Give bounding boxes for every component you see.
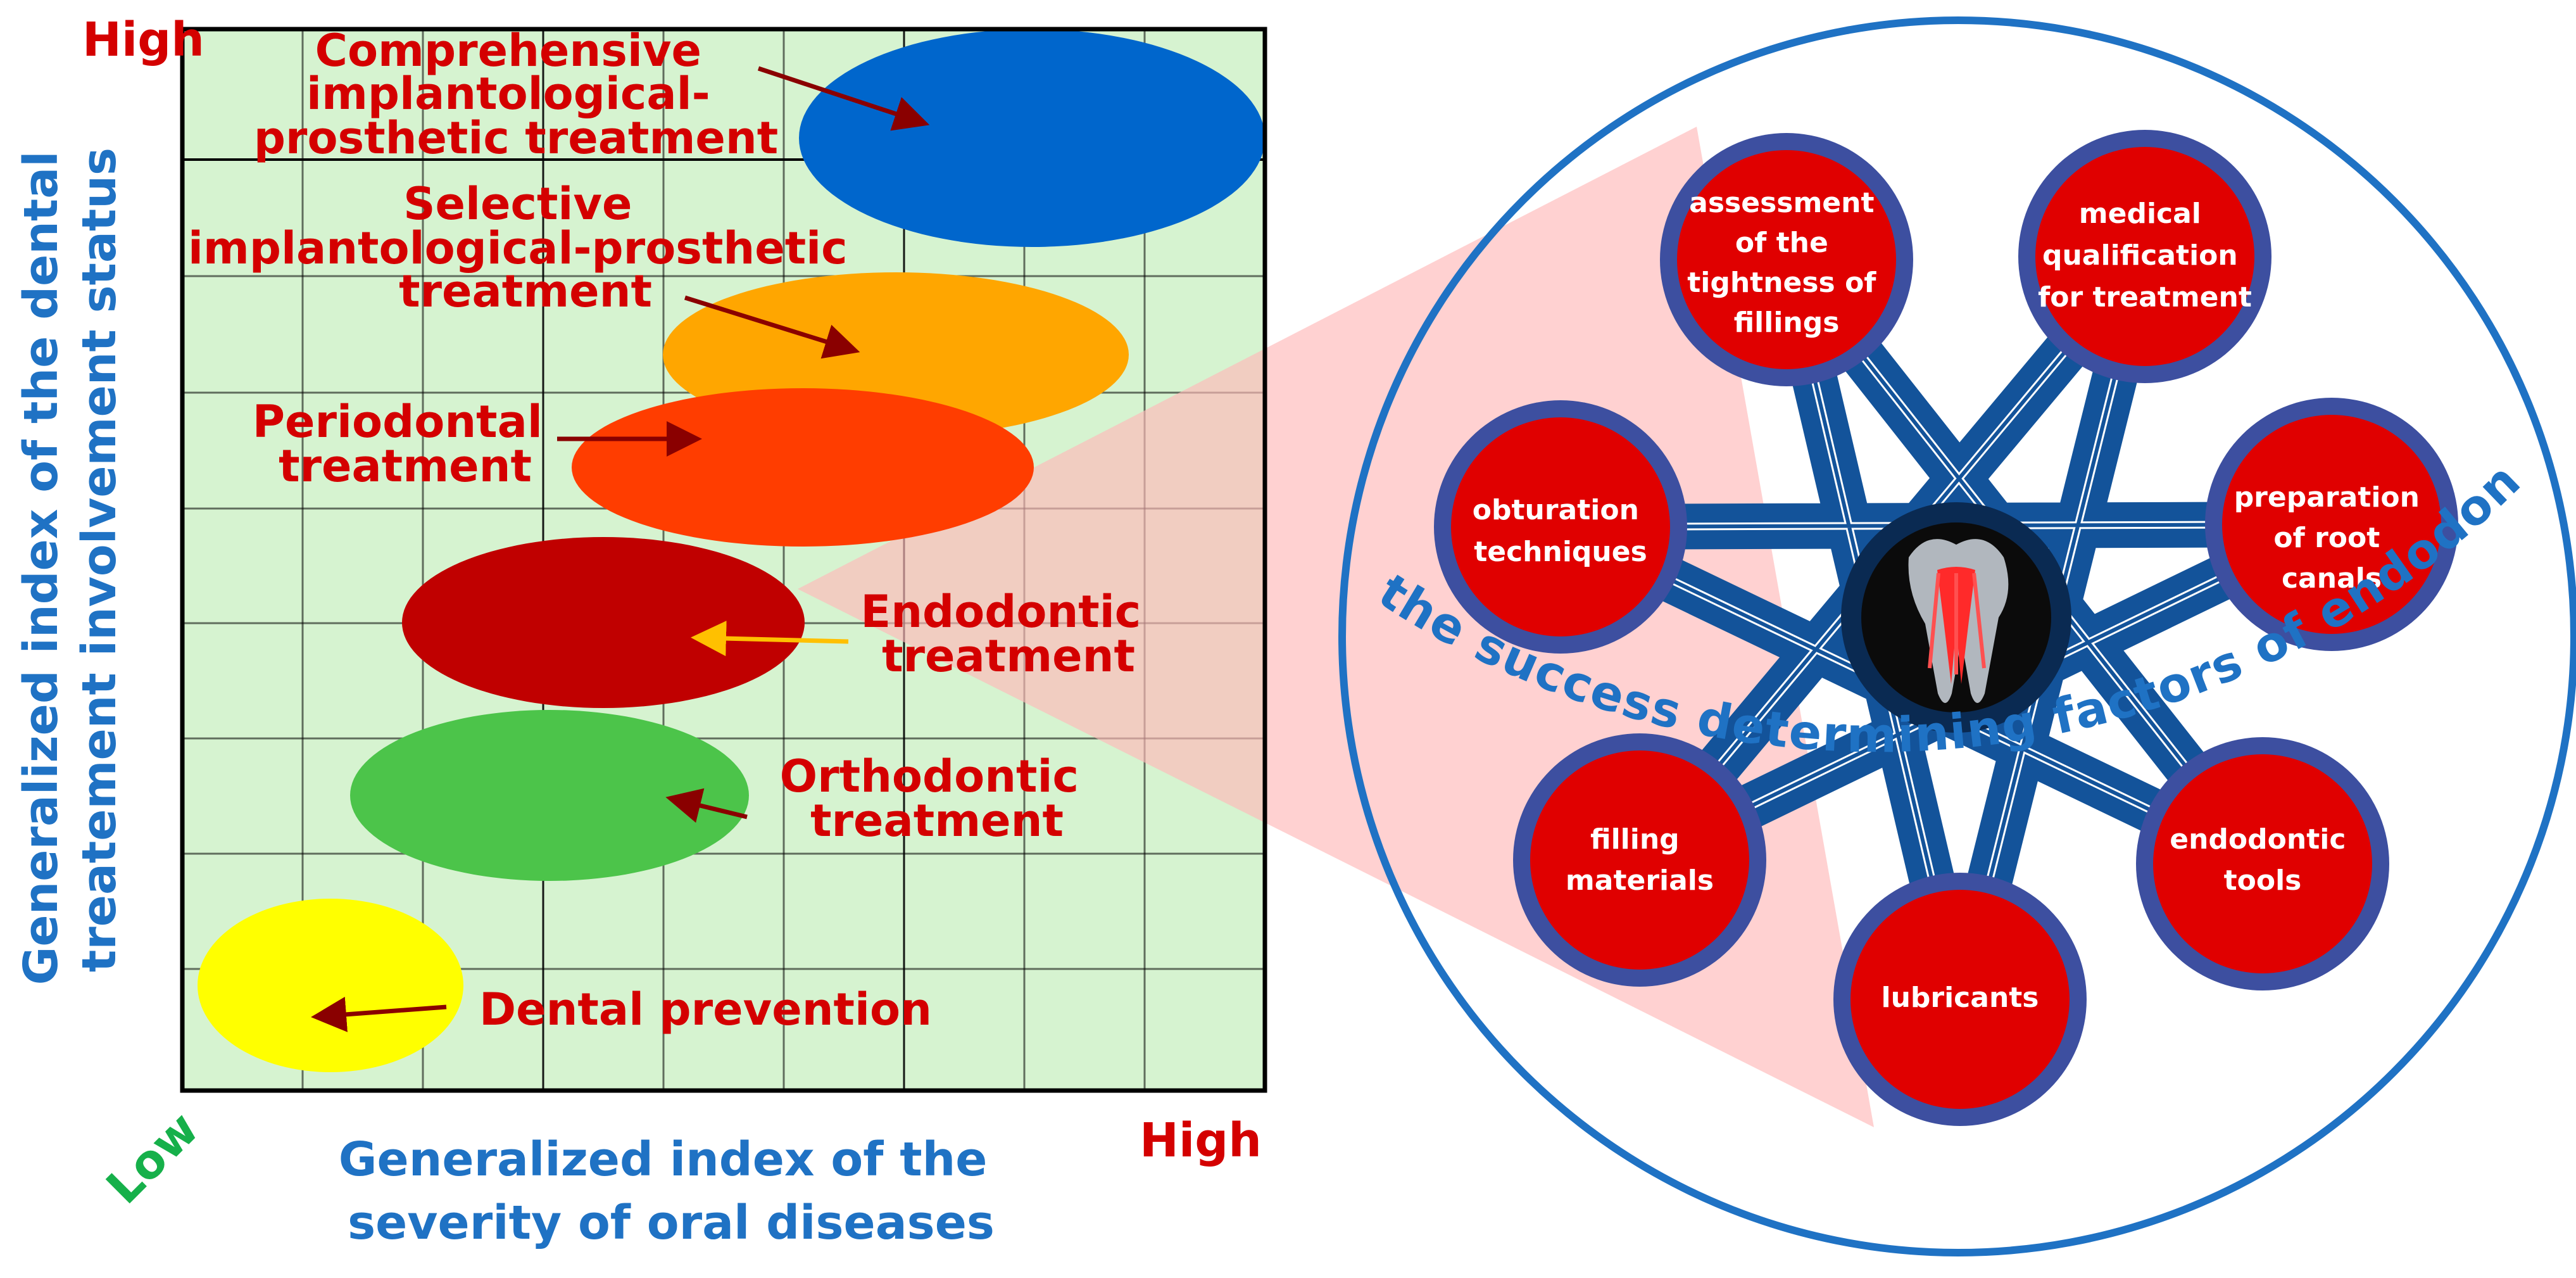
y-axis-label: Generalized index of the dental treateme… [14, 135, 127, 985]
label-periodontal: Periodontal treatment [253, 396, 558, 492]
factor-label-preparation: preparation of root canals [2234, 481, 2430, 595]
high-y-label: High [82, 13, 204, 67]
treatment-arrows [311, 66, 930, 1032]
treatment-labels: Comprehensive implantological- prostheti… [188, 25, 1156, 1035]
ellipse-comprehensive [799, 29, 1265, 247]
factor-node-obturation: obturation techniques [1434, 400, 1687, 654]
x-axis-label: Generalized index of the severity of ora… [339, 1132, 1003, 1250]
factor-node-tools: endodontic tools [2136, 737, 2389, 990]
factor-label-qualification: medical qualification for treatment [2038, 198, 2252, 313]
label-prevention: Dental prevention [479, 984, 932, 1035]
ellipse-orthodontic [350, 710, 749, 881]
arrow-orthodontic [665, 788, 748, 823]
ellipse-endodontic [402, 537, 805, 708]
ellipse-prevention [198, 899, 463, 1072]
factor-node-lubricants: lubricants [1833, 873, 2087, 1126]
arrow-endodontic [691, 621, 849, 657]
label-orthodontic: Orthodontic treatment [780, 750, 1095, 847]
factor-label-lubricants: lubricants [1881, 982, 2039, 1014]
heptagram-outer-ring [1338, 16, 2576, 1256]
severity-involvement-matrix: Comprehensive implantological- prostheti… [14, 13, 1874, 1250]
factor-nodes: assessment of the tightness of fillings … [1434, 130, 2458, 1126]
factor-node-preparation: preparation of root canals [2205, 398, 2458, 651]
factor-label-filling: filling materials [1566, 823, 1714, 897]
label-comprehensive: Comprehensive implantological- prostheti… [254, 25, 778, 164]
factor-label-tightness: assessment of the tightness of fillings [1687, 187, 1886, 339]
factor-node-filling: filling materials [1513, 733, 1766, 987]
center-tooth [1841, 502, 2071, 733]
factor-node-tightness: assessment of the tightness of fillings [1660, 133, 1913, 386]
label-selective: Selective implantological-prosthetic tre… [188, 178, 863, 317]
arrow-comprehensive [757, 66, 930, 131]
high-x-label: High [1140, 1113, 1262, 1168]
factor-node-qualification: medical qualification for treatment [2018, 130, 2271, 383]
arrow-selective [684, 295, 860, 359]
low-label: Low [96, 1101, 209, 1214]
matrix-border [180, 27, 1267, 1093]
label-endodontic: Endodontic treatment [860, 586, 1156, 682]
ellipse-periodontal [572, 388, 1034, 547]
factor-label-obturation: obturation techniques [1473, 494, 1649, 568]
tooth-root-icon [1908, 539, 2009, 703]
factor-label-tools: endodontic tools [2170, 823, 2355, 897]
arrow-prevention [311, 996, 447, 1032]
